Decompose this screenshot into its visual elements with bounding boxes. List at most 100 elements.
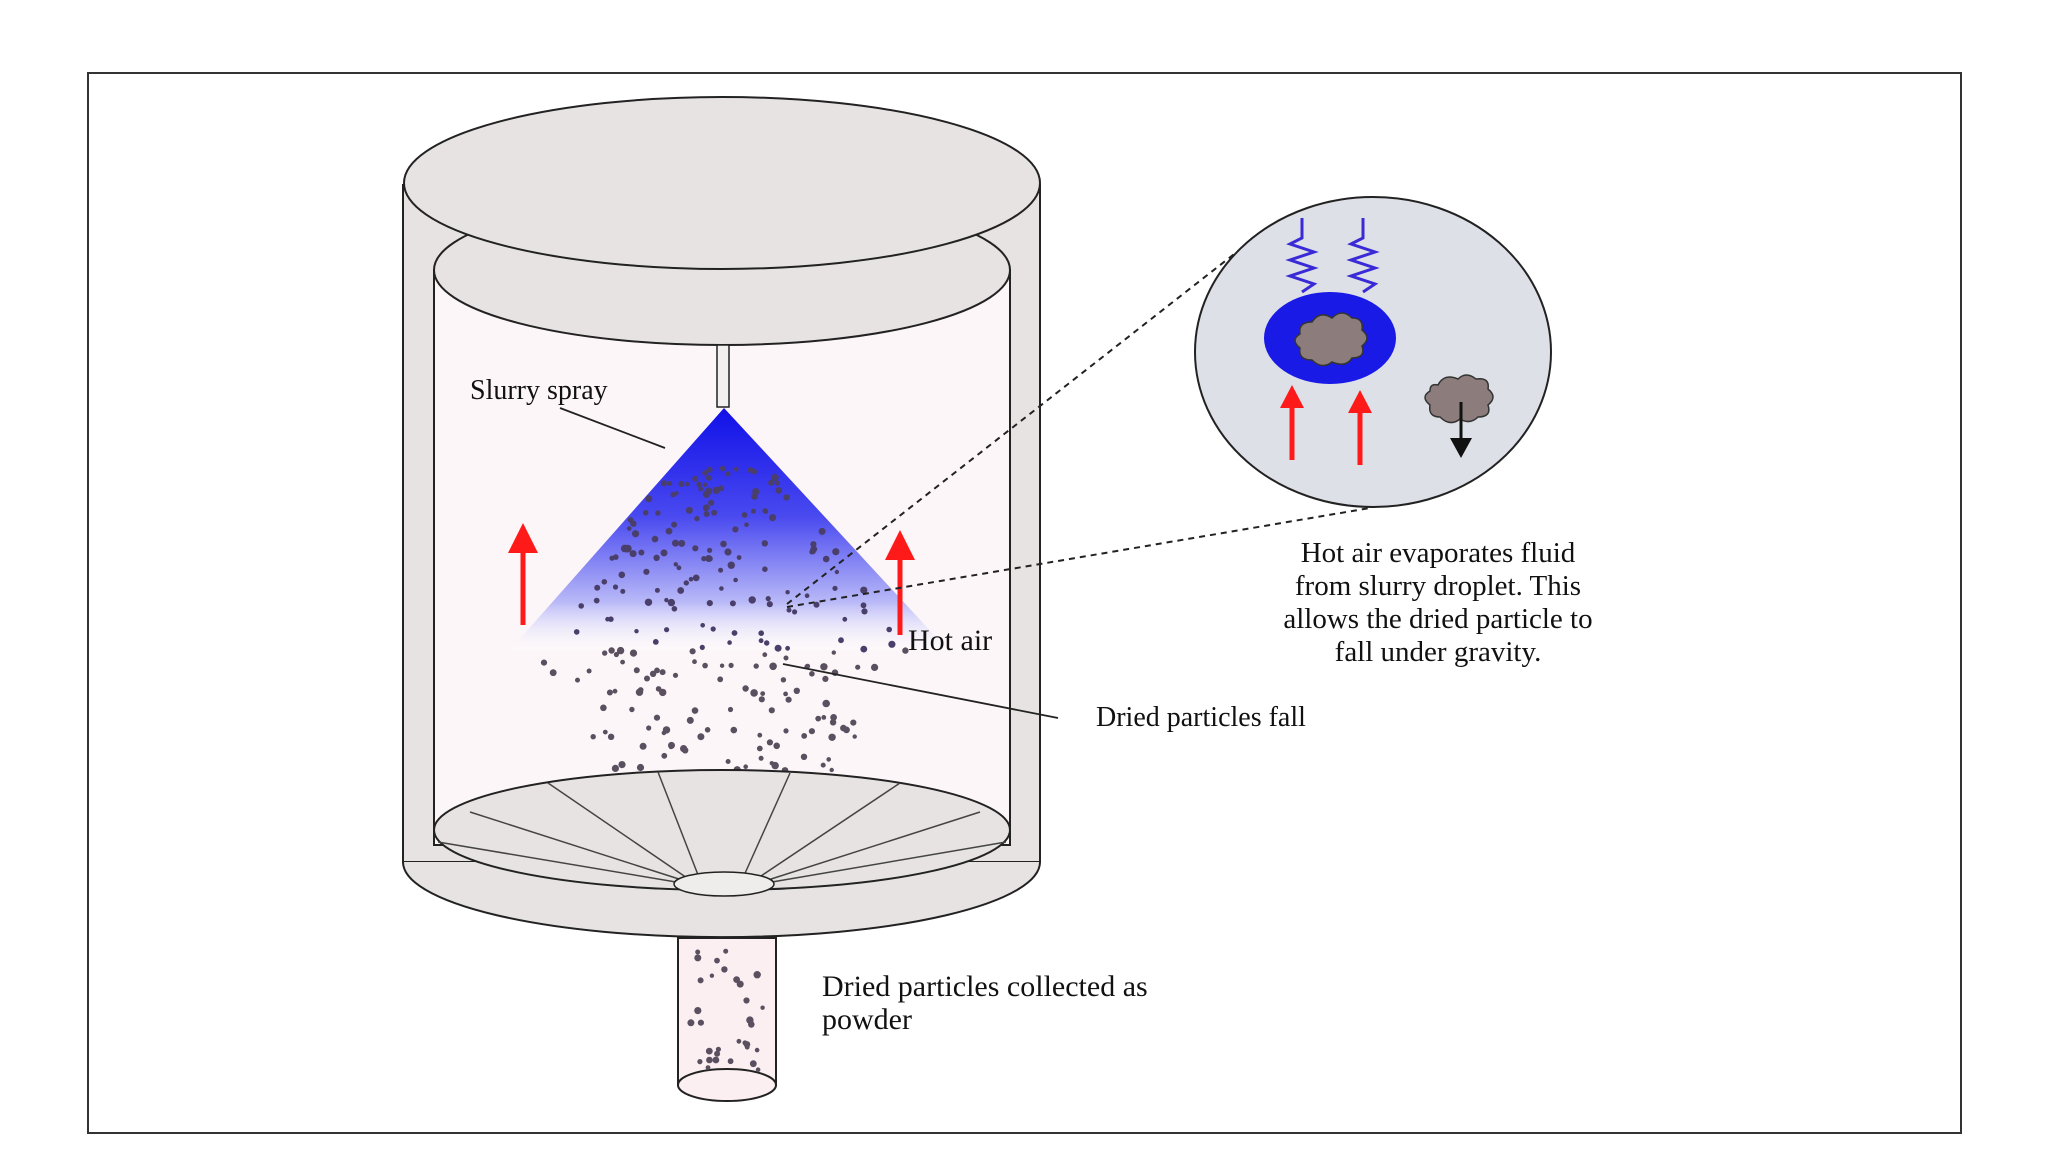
particle-dot: [731, 630, 738, 636]
particle-dot: [840, 724, 847, 732]
particle-dot: [765, 596, 771, 602]
funnel-ribs: [437, 771, 1007, 883]
particle-dot: [697, 1059, 703, 1065]
particle-dot: [783, 728, 789, 734]
particle-dot: [757, 732, 763, 738]
particle-dot: [769, 662, 777, 671]
particle-dot: [732, 526, 739, 533]
particle-dot: [793, 687, 800, 694]
particle-dot: [792, 609, 798, 615]
particle-dot: [751, 468, 758, 475]
particle-dot: [785, 645, 790, 651]
collection-tube-bottom: [677, 1068, 777, 1102]
particle-dot: [762, 652, 768, 658]
particle-dot: [664, 597, 669, 603]
particle-dot: [706, 600, 713, 607]
particle-dot: [871, 663, 879, 672]
particle-dot: [645, 495, 653, 503]
particle-dot: [742, 685, 749, 692]
particle-dot: [590, 734, 596, 740]
particle-dot: [703, 506, 708, 512]
particle-dot: [820, 762, 826, 768]
particle-dot: [838, 637, 844, 644]
collected-powder: [687, 948, 765, 1072]
particle-dot: [744, 522, 749, 527]
particle-dot: [626, 526, 632, 531]
particle-dot: [706, 466, 713, 473]
particle-dot: [815, 715, 822, 722]
particle-dot: [727, 561, 735, 569]
particle-dot: [733, 466, 739, 472]
particle-dot: [748, 596, 756, 604]
particle-dot: [633, 667, 640, 674]
particle-dot: [820, 663, 828, 671]
particle-dot: [708, 499, 715, 506]
particle-dot: [724, 548, 732, 556]
particle-dot: [540, 659, 548, 666]
particle-dot: [822, 699, 830, 708]
particle-dot: [750, 689, 758, 697]
particle-dot: [667, 481, 673, 486]
gravity-arrow-head: [1450, 438, 1472, 458]
particle-dot: [638, 549, 645, 556]
particle-dot: [711, 509, 718, 516]
particle-dot: [660, 549, 668, 557]
particle-dot: [717, 676, 724, 683]
label-hot-air: Hot air: [908, 624, 992, 657]
dried-particle: [1424, 374, 1494, 424]
particle-dot: [694, 515, 700, 522]
particle-dot: [705, 1065, 711, 1070]
particle-dot: [612, 688, 618, 694]
particle-dot: [600, 704, 607, 712]
label-slurry-spray: Slurry spray: [470, 375, 608, 406]
particle-dot: [705, 1047, 713, 1055]
particle-dot: [593, 597, 600, 604]
particle-dot: [620, 544, 629, 553]
particle-dot: [766, 601, 773, 608]
particle-dot: [697, 977, 704, 984]
particle-dot: [697, 1019, 705, 1026]
particle-dot: [707, 547, 713, 553]
particle-dot: [730, 726, 738, 734]
particle-dot: [659, 669, 666, 676]
particle-dot: [741, 512, 748, 518]
particle-dot: [723, 948, 729, 954]
particle-dot: [613, 554, 619, 560]
particle-dot: [613, 651, 620, 658]
particle-dot: [753, 663, 759, 669]
particle-dot: [775, 487, 782, 494]
particle-dot: [768, 707, 775, 714]
particle-dot: [727, 1058, 734, 1065]
particle-dot: [660, 480, 668, 487]
particle-dot: [780, 677, 787, 683]
particle-dot: [672, 539, 679, 547]
particle-dot: [783, 691, 788, 697]
particle-dot: [710, 626, 716, 632]
particle-dot: [692, 475, 699, 482]
particle-dot: [678, 539, 686, 547]
particle-dot: [809, 549, 815, 555]
vapor-squiggle-right: [1346, 218, 1380, 294]
particle-dot: [672, 672, 679, 678]
particle-dot: [832, 548, 840, 556]
particle-dot: [667, 598, 676, 607]
particle-dot: [758, 638, 764, 644]
particle-dot: [644, 598, 653, 606]
particle-dot: [756, 745, 763, 752]
nozzle-tube: [716, 344, 730, 408]
particle-dot: [683, 580, 689, 586]
dried-particles-fall-leader: [782, 663, 1059, 719]
particle-dot: [774, 644, 782, 652]
particle-dot: [830, 714, 837, 721]
particle-in-droplet: [1294, 312, 1368, 367]
particle-dot: [743, 997, 750, 1004]
particle-dot: [850, 719, 857, 726]
particle-dot: [822, 675, 829, 683]
particle-dot: [696, 481, 703, 488]
particle-dot: [712, 1056, 720, 1064]
particle-dot: [785, 696, 792, 703]
particle-dot: [758, 755, 764, 761]
particle-dot: [783, 655, 789, 661]
particle-dot: [706, 1056, 713, 1064]
